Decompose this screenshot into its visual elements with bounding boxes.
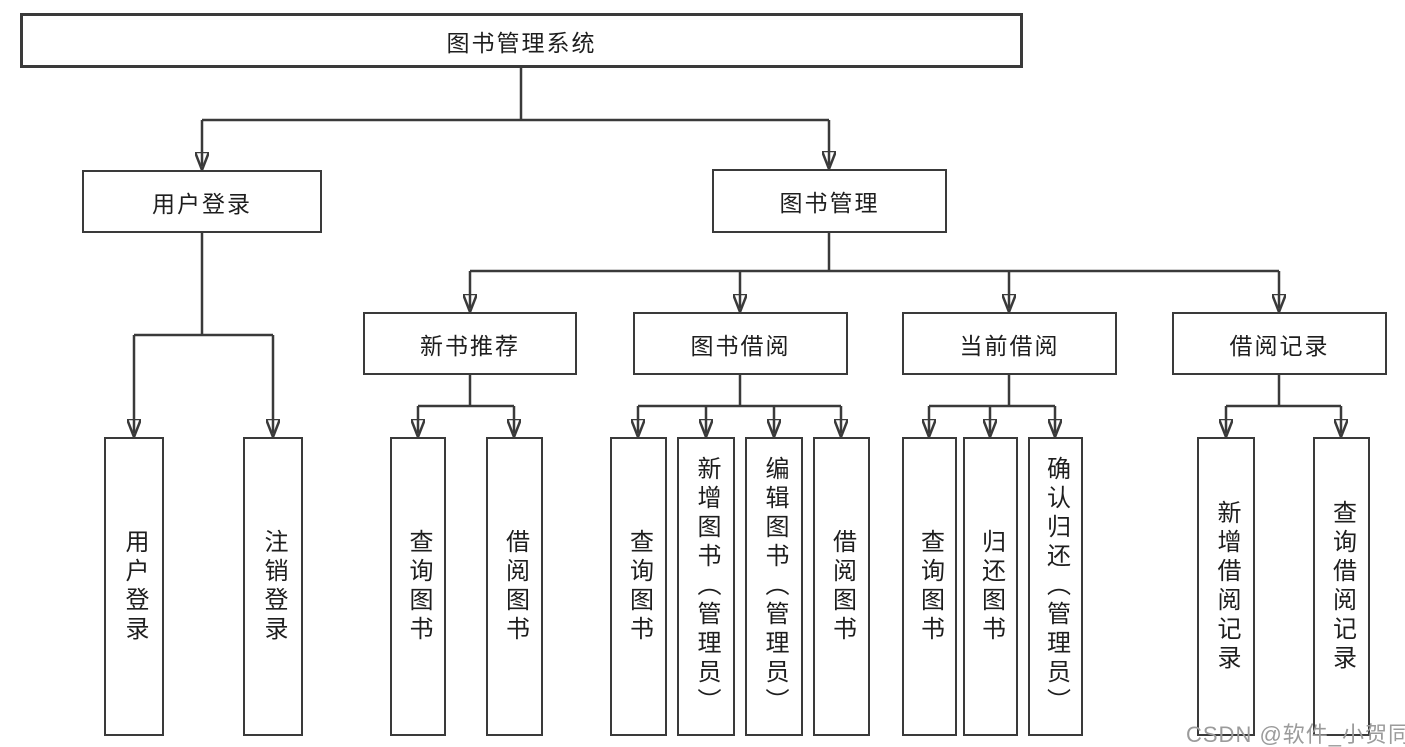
leaf-query-book-3: 查询图书 [902,437,957,736]
leaf-query-book-2: 查询图书 [610,437,667,736]
leaf-logout-login: 注销登录 [243,437,303,736]
connector-new-book-recommend-elbow [418,374,514,408]
connector-root-elbow [202,68,829,122]
watermark: CSDN @软件_小贺同学 [1186,722,1405,747]
node-root: 图书管理系统 [20,13,1023,68]
node-new-book-recommend: 新书推荐 [363,312,577,375]
leaf-query-borrow-record: 查询借阅记录 [1313,437,1370,736]
node-current-borrow: 当前借阅 [902,312,1117,375]
node-user-login: 用户登录 [82,170,322,233]
leaf-borrow-book-2: 借阅图书 [813,437,870,736]
connector-book-management-elbow [470,233,1279,273]
node-book-management: 图书管理 [712,169,947,233]
leaf-add-borrow-record: 新增借阅记录 [1197,437,1255,736]
connector-book-borrow-elbow [638,375,841,408]
leaf-add-book-admin: 新增图书（管理员） [677,437,735,736]
leaf-edit-book-admin: 编辑图书（管理员） [745,437,803,736]
leaf-return-book: 归还图书 [963,437,1018,736]
node-borrow-records: 借阅记录 [1172,312,1387,375]
leaf-query-book-1: 查询图书 [390,437,446,736]
leaf-borrow-book-1: 借阅图书 [486,437,543,736]
connector-current-borrow-elbow [929,375,1055,408]
leaf-confirm-return-admin: 确认归还（管理员） [1028,437,1083,736]
leaf-user-login: 用户登录 [104,437,164,736]
connector-borrow-records-elbow [1226,375,1341,408]
connector-user-login-elbow [134,233,273,337]
node-book-borrow: 图书借阅 [633,312,848,375]
